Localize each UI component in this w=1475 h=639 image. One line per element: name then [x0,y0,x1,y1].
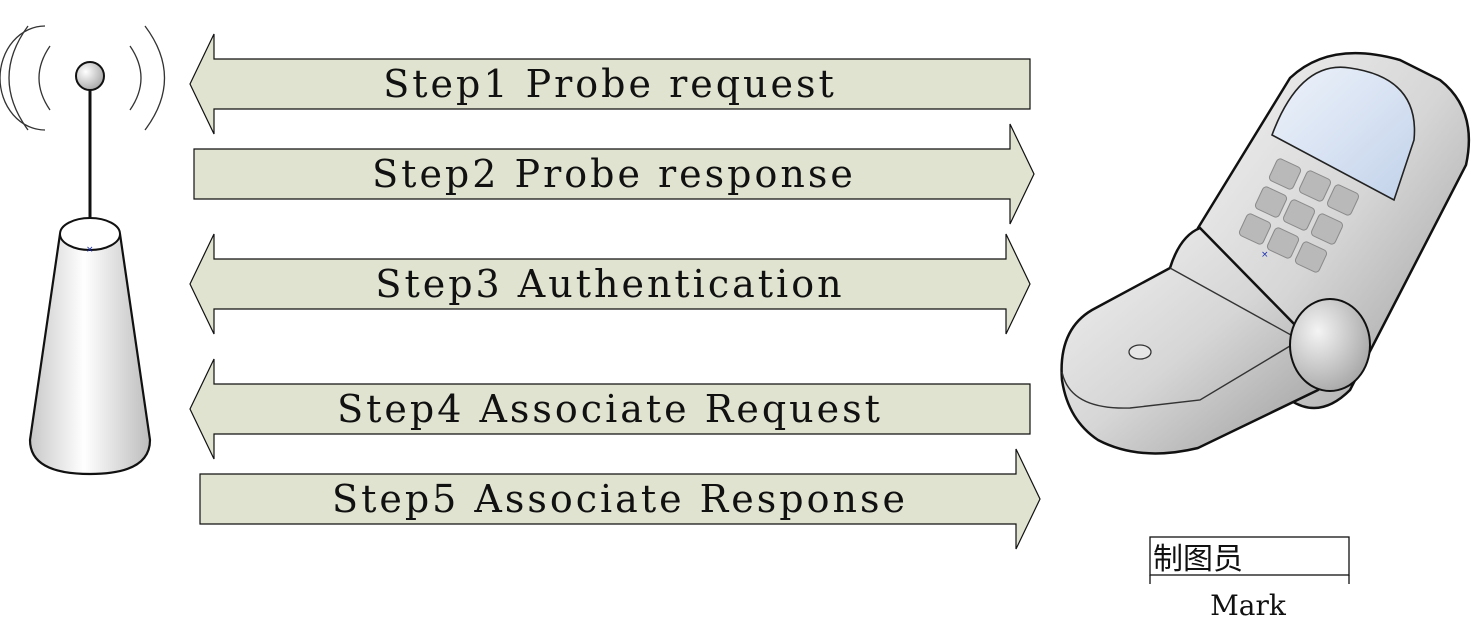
step-arrow-2 [193,123,1035,225]
step-arrow-5 [199,448,1041,550]
access-point-antenna-icon: × [0,25,166,476]
step-arrow-3 [189,233,1031,335]
step-label-4: Step4 Associate Request [337,387,883,431]
keypad-icon [1238,158,1360,273]
step-arrow-1 [189,33,1031,135]
svg-text:×: × [86,245,94,255]
stamp-name: Mark [1210,589,1287,622]
drafter-stamp: 制图员 Mark [1149,536,1350,622]
step-label-5: Step5 Associate Response [332,477,908,521]
stamp-title: 制图员 [1153,542,1243,577]
flip-phone-icon: × [1060,51,1471,455]
step-arrow-4 [189,358,1031,460]
step-label-3: Step3 Authentication [375,262,844,306]
step-label-1: Step1 Probe request [383,62,837,106]
svg-text:×: × [1261,250,1269,260]
step-label-2: Step2 Probe response [372,152,856,196]
